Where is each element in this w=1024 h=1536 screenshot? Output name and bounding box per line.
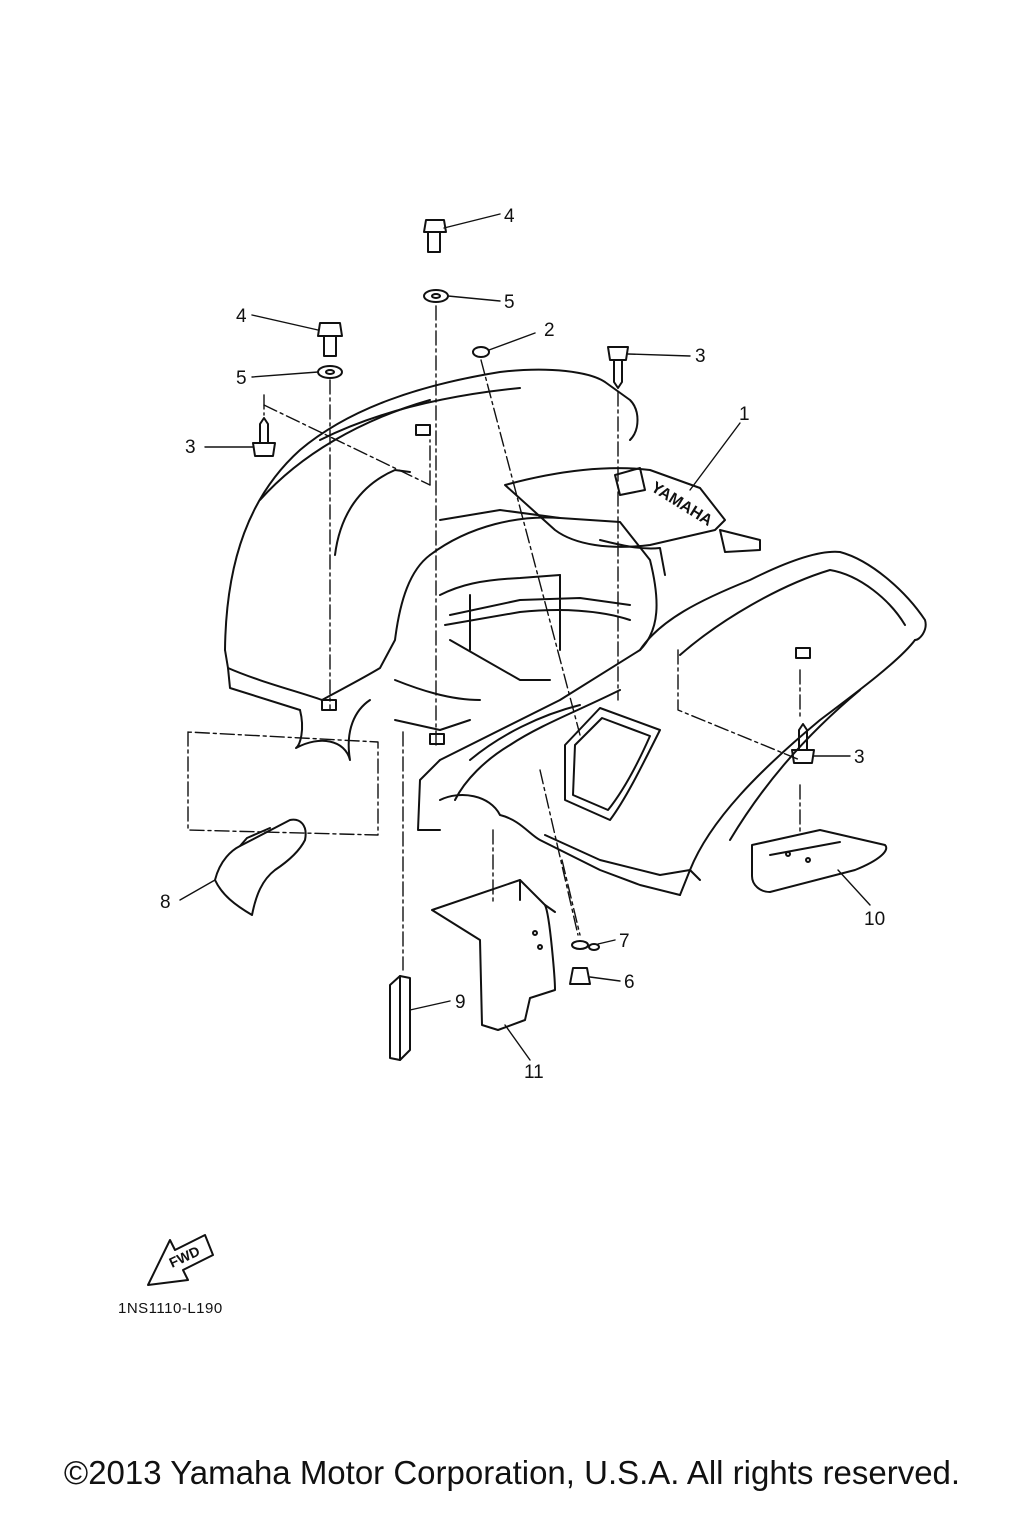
callout-6: 6 <box>624 972 635 993</box>
washer-5-upper <box>423 289 449 303</box>
rear-fender <box>224 368 927 896</box>
callout-3-right: 3 <box>854 747 865 768</box>
screw-3-left <box>252 417 276 457</box>
callout-7: 7 <box>619 931 630 952</box>
connection-lines <box>187 305 801 971</box>
fwd-label: FWD <box>167 1243 203 1271</box>
diagram-reference-code: 1NS1110-L190 <box>118 1300 223 1317</box>
screw-3-right <box>791 723 815 764</box>
callout-1: 1 <box>739 404 750 425</box>
mudflap-10 <box>751 829 888 893</box>
leader-lines <box>179 213 871 1061</box>
copyright-notice: ©2013 Yamaha Motor Corporation, U.S.A. A… <box>63 1454 961 1491</box>
callout-4-left: 4 <box>236 306 247 327</box>
callout-4-upper: 4 <box>504 206 515 227</box>
washer-5-left <box>317 365 343 379</box>
callout-2: 2 <box>544 320 555 341</box>
clip-7 <box>571 940 600 951</box>
callout-3-upper: 3 <box>695 346 706 367</box>
splash-guard-8 <box>214 818 307 916</box>
callout-5-left: 5 <box>236 368 247 389</box>
callout-10: 10 <box>864 909 885 930</box>
fender-logo: YAMAHA <box>648 479 716 530</box>
guard-9 <box>389 975 411 1061</box>
mudflap-11 <box>431 879 556 1031</box>
nut-6 <box>569 967 591 985</box>
fwd-arrow-icon <box>147 1234 214 1286</box>
bolt-4-left <box>317 322 343 357</box>
grommet-2 <box>472 346 490 358</box>
screw-3-upper <box>607 346 629 389</box>
callout-8: 8 <box>160 892 171 913</box>
callout-5-upper: 5 <box>504 292 515 313</box>
callout-3-left: 3 <box>185 437 196 458</box>
callout-9: 9 <box>455 992 466 1013</box>
callout-11: 11 <box>524 1062 544 1083</box>
bolt-4-upper <box>423 219 447 253</box>
